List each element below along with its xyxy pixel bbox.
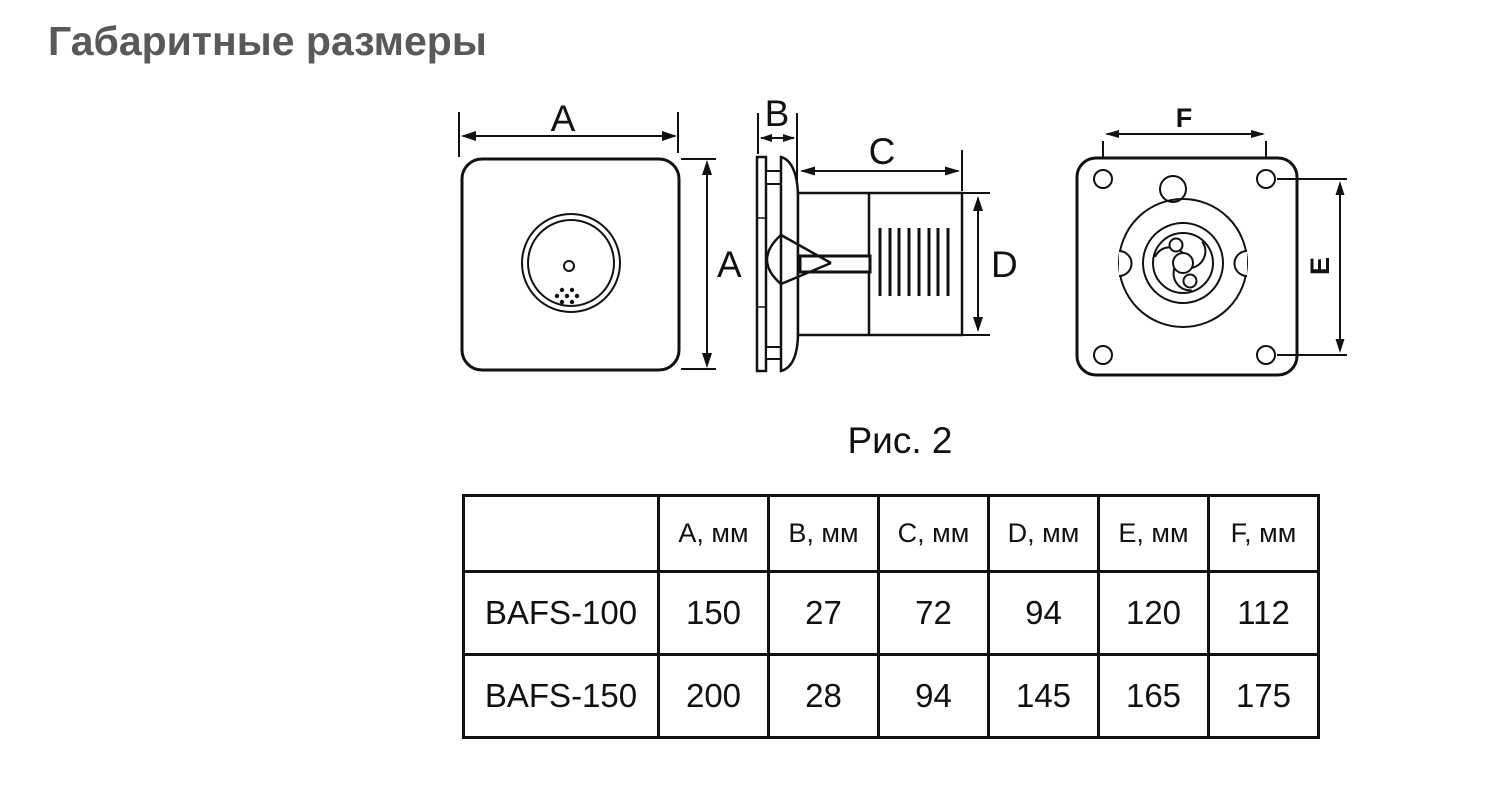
header-cell-c: C, мм [877, 494, 990, 573]
value-cell: 94 [987, 570, 1100, 656]
spring-clamp-cone [765, 233, 832, 286]
dim-a-height [681, 158, 716, 370]
dim-c [800, 150, 963, 191]
header-cell-model [462, 494, 660, 573]
dim-e [1277, 178, 1347, 356]
table-row: BAFS-100 150 27 72 94 120 112 [462, 570, 1320, 656]
model-cell: BAFS-150 [462, 653, 660, 739]
motor-shaft-bar [798, 254, 872, 274]
value-cell: 112 [1207, 570, 1320, 656]
front-view: A A [458, 98, 742, 372]
dim-label-d: D [991, 244, 1018, 285]
dim-a-width [458, 112, 679, 157]
value-cell: 145 [987, 653, 1100, 739]
header-cell-d: D, мм [987, 494, 1100, 573]
header-cell-b: B, мм [767, 494, 880, 573]
value-cell: 150 [657, 570, 770, 656]
dim-label-e: E [1305, 257, 1335, 275]
duct-opening [1142, 222, 1224, 304]
side-tab-left [1118, 250, 1133, 277]
value-cell: 200 [657, 653, 770, 739]
dimensions-diagram: A A [458, 93, 1347, 377]
value-cell: 27 [767, 570, 880, 656]
diffuser-outer-ring [521, 213, 621, 313]
dim-d [962, 192, 990, 336]
value-cell: 72 [877, 570, 990, 656]
page-title: Габаритные размеры [48, 18, 487, 64]
perforation-dots [554, 287, 580, 305]
dim-f [1102, 130, 1267, 168]
duct-ribs [878, 228, 950, 296]
mounting-plate [755, 155, 768, 373]
model-cell: BAFS-100 [462, 570, 660, 656]
dim-label-b: B [765, 93, 790, 134]
front-panel-outline [460, 157, 681, 372]
dimensions-table: A, мм B, мм C, мм D, мм E, мм F, мм BAFS… [462, 494, 1320, 739]
mounting-holes [1093, 169, 1276, 365]
impeller [1152, 232, 1214, 294]
value-cell: 28 [767, 653, 880, 739]
figure-caption: Рис. 2 [847, 420, 953, 461]
dim-label-a-height: A [717, 244, 742, 285]
indicator-hole [563, 260, 575, 272]
value-cell: 94 [877, 653, 990, 739]
header-cell-f: F, мм [1207, 494, 1320, 573]
side-tab-right [1233, 250, 1248, 277]
clip-bracket-top [765, 170, 782, 185]
header-cell-e: E, мм [1097, 494, 1210, 573]
dim-label-a-width: A [551, 98, 576, 139]
dim-label-f: F [1176, 103, 1193, 133]
value-cell: 165 [1097, 653, 1210, 739]
back-view: F [1075, 103, 1347, 377]
value-cell: 175 [1207, 653, 1320, 739]
side-view: B [755, 93, 1018, 373]
header-cell-a: A, мм [657, 494, 770, 573]
table-header-row: A, мм B, мм C, мм D, мм E, мм F, мм [462, 494, 1320, 573]
table-row: BAFS-150 200 28 94 145 165 175 [462, 653, 1320, 739]
decorative-cover [779, 155, 800, 373]
cable-entry-hole [1159, 175, 1187, 203]
dim-label-c: C [869, 131, 896, 172]
diffuser-inner-ring [527, 219, 615, 307]
clip-bracket-bottom [765, 346, 782, 360]
value-cell: 120 [1097, 570, 1210, 656]
